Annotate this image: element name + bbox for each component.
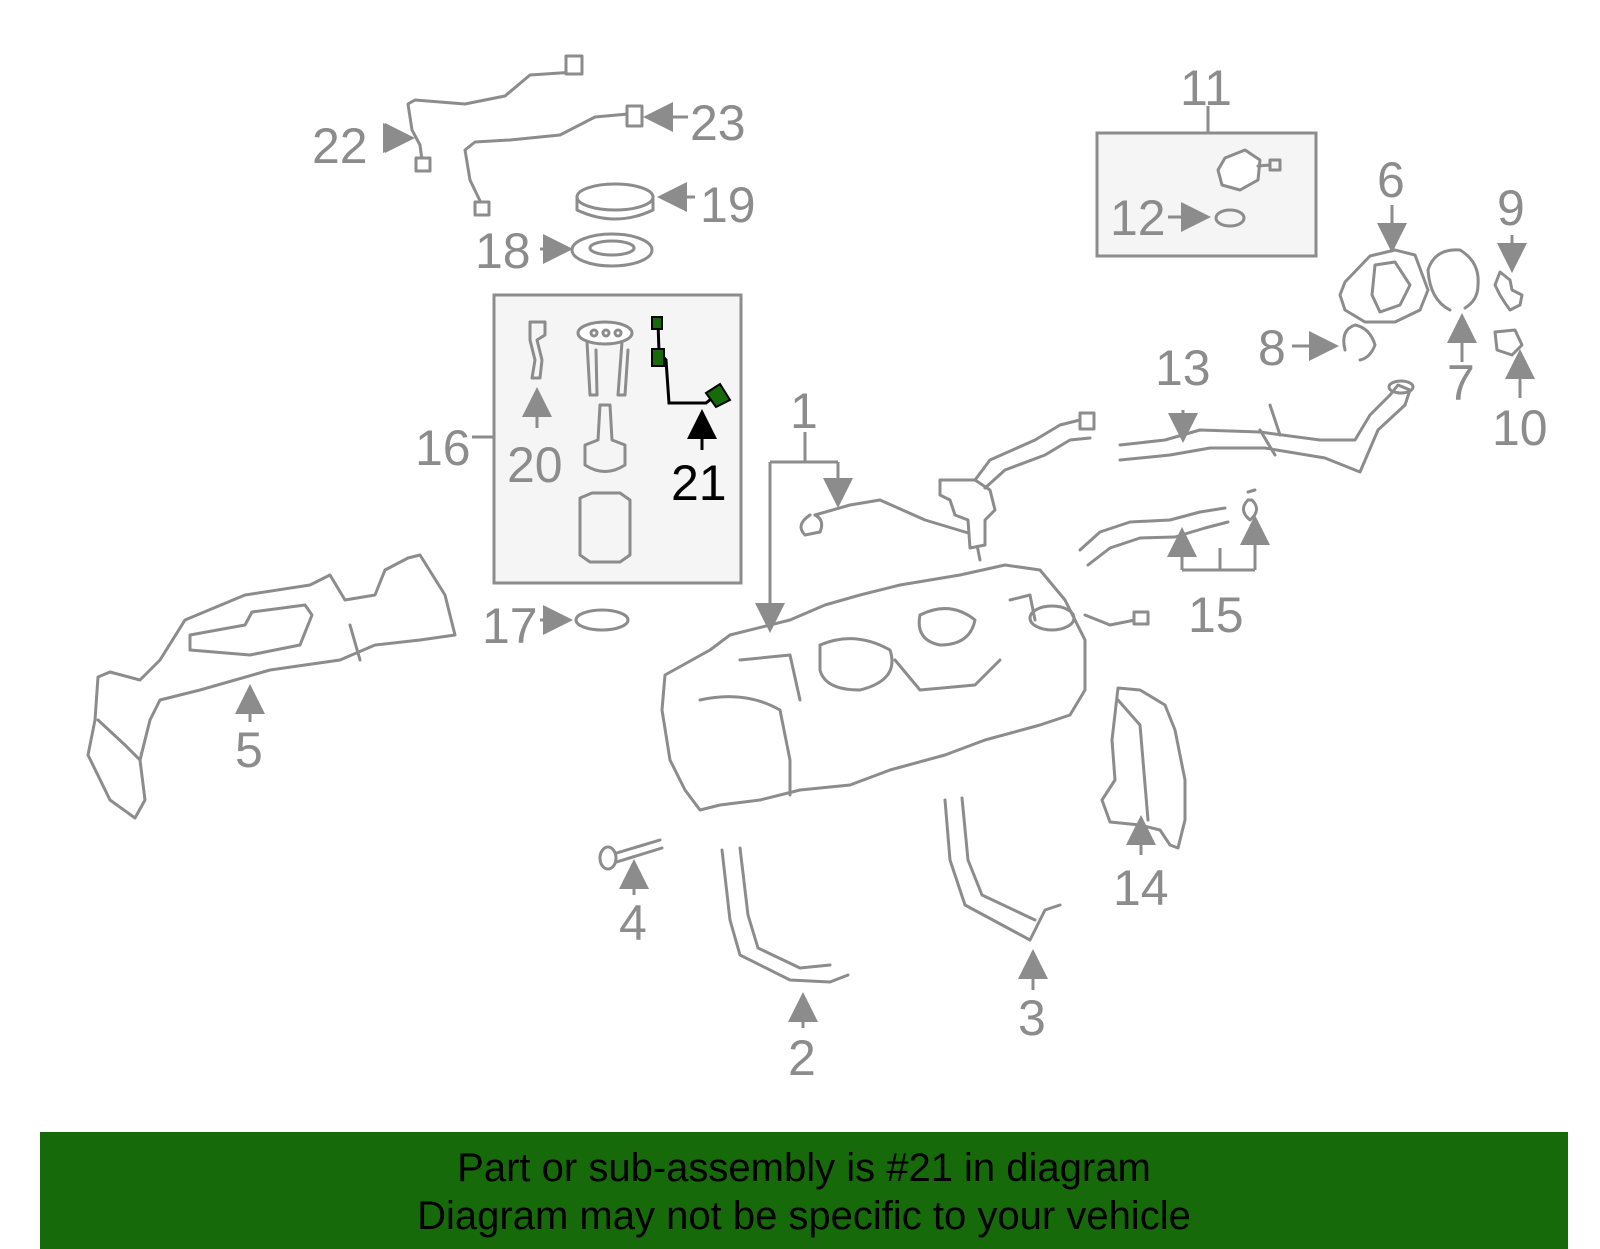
part-1-fuel-tank	[660, 563, 1087, 812]
part-13-filler-pipe	[1118, 393, 1392, 447]
callout-7: 7	[1447, 355, 1475, 411]
callout-14: 14	[1113, 860, 1169, 916]
callout-23: 23	[690, 95, 746, 151]
part-18-gasket-outer	[570, 232, 654, 268]
callout-22: 22	[312, 118, 368, 174]
callout-12: 12	[1110, 190, 1166, 246]
banner-line-part: Part or sub-assembly is #21 in diagram	[457, 1146, 1151, 1190]
callout-2: 2	[788, 1030, 816, 1086]
callout-1: 1	[790, 383, 818, 439]
part-16-pump-motor	[583, 403, 627, 473]
callout-10: 10	[1492, 400, 1548, 456]
leader-lines	[235, 102, 1535, 1028]
part-9-bracket	[1493, 270, 1524, 312]
part-18-gasket-inner	[588, 239, 636, 257]
part-17-o-ring	[574, 608, 630, 632]
callout-15: 15	[1188, 587, 1244, 643]
part-16-filter	[578, 491, 632, 564]
part-15-clamp	[1242, 488, 1258, 522]
part-5-heat-shield-inner	[188, 603, 314, 657]
part-8-clip	[1342, 323, 1377, 362]
callout-5: 5	[235, 722, 263, 778]
part-16-pump-top	[576, 320, 634, 346]
part-7-seal	[1426, 248, 1480, 312]
callout-13: 13	[1155, 340, 1211, 396]
part-22-connector-top	[564, 54, 584, 76]
part-4-bolt	[608, 838, 664, 866]
part-19-lock-ring	[575, 182, 655, 212]
callout-17: 17	[482, 598, 538, 654]
callout-18: 18	[475, 223, 531, 279]
part-16-pump-legs	[585, 340, 630, 397]
callout-11: 11	[1180, 60, 1232, 116]
part-19-lock-ring-body	[575, 195, 655, 221]
banner-line-disclaimer: Diagram may not be specific to your vehi…	[417, 1194, 1191, 1238]
callout-4: 4	[619, 895, 647, 951]
callout-6: 6	[1377, 152, 1405, 208]
part-12-gasket	[1214, 208, 1246, 228]
part-20-bracket	[528, 320, 547, 380]
callout-16: 16	[415, 420, 471, 476]
part-11-fuel-cap	[1216, 148, 1262, 192]
part-15-hose	[1078, 506, 1227, 552]
callout-21: 21	[671, 455, 727, 511]
callout-19: 19	[700, 177, 756, 233]
part-22-fuel-line	[406, 60, 577, 172]
part-5-heat-shield	[86, 553, 457, 820]
assembly-box-11	[1095, 131, 1318, 258]
callout-8: 8	[1258, 320, 1286, 376]
callout-9: 9	[1497, 180, 1525, 236]
part-23-connector-top	[625, 104, 644, 128]
part-22-connector-bottom	[414, 156, 432, 173]
part-10-bolt	[1493, 328, 1524, 357]
part-23-connector-bottom	[473, 200, 491, 217]
callout-3: 3	[1018, 990, 1046, 1046]
callout-20: 20	[507, 437, 563, 493]
info-banner: Part or sub-assembly is #21 in diagram D…	[40, 1132, 1568, 1249]
part-23-fuel-line	[463, 112, 642, 207]
part-2-strap	[720, 846, 850, 984]
part-1-canister-valve	[938, 478, 997, 550]
part-21-fuel-level-sender	[651, 316, 732, 409]
part-3-strap	[943, 796, 1062, 942]
